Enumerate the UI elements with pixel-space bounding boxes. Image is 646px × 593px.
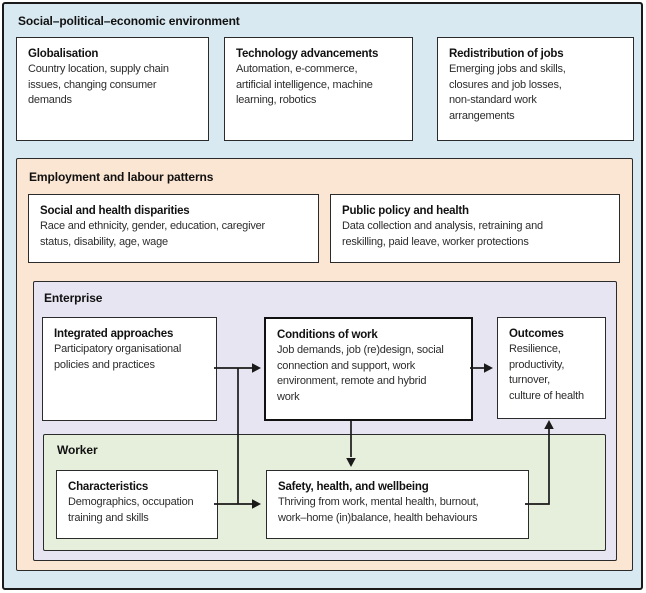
box-body: Country location, supply chain issues, c…	[28, 63, 169, 106]
box-body: Demographics, occupation training and sk…	[68, 496, 194, 524]
box-title: Outcomes	[509, 328, 564, 340]
box-public-policy-health: Public policy and health Data collection…	[330, 194, 620, 263]
box-globalisation: Globalisation Country location, supply c…	[16, 37, 209, 141]
box-title: Social and health disparities	[40, 205, 190, 217]
worker-title: Worker	[57, 443, 98, 457]
box-body: Participatory organisational policies an…	[54, 343, 182, 371]
box-conditions-of-work: Conditions of work Job demands, job (re)…	[264, 317, 473, 421]
employment-title: Employment and labour patterns	[29, 170, 214, 184]
box-title: Characteristics	[68, 481, 149, 493]
box-integrated-approaches: Integrated approaches Participatory orga…	[42, 317, 217, 421]
box-technology-advancements: Technology advancements Automation, e-co…	[224, 37, 413, 141]
box-title: Integrated approaches	[54, 328, 174, 340]
environment-title: Social–political–economic environment	[18, 14, 240, 28]
box-body: Data collection and analysis, retraining…	[342, 220, 543, 248]
box-body: Resilience, productivity, turnover, cult…	[509, 343, 584, 402]
box-title: Conditions of work	[277, 329, 378, 341]
box-characteristics: Characteristics Demographics, occupation…	[56, 470, 218, 539]
enterprise-band: Enterprise Integrated approaches Partici…	[33, 281, 617, 561]
box-title: Redistribution of jobs	[449, 48, 564, 60]
box-safety-health-wellbeing: Safety, health, and wellbeing Thriving f…	[266, 470, 529, 539]
box-outcomes: Outcomes Resilience, productivity, turno…	[497, 317, 606, 419]
box-title: Globalisation	[28, 48, 99, 60]
box-title: Technology advancements	[236, 48, 379, 60]
employment-band: Employment and labour patterns Social an…	[16, 158, 633, 571]
box-body: Automation, e-commerce, artificial intel…	[236, 63, 373, 106]
box-body: Thriving from work, mental health, burno…	[278, 496, 479, 524]
box-title: Public policy and health	[342, 205, 469, 217]
worker-band: Worker Characteristics Demographics, occ…	[43, 434, 606, 551]
box-body: Emerging jobs and skills, closures and j…	[449, 63, 566, 122]
box-social-health-disparities: Social and health disparities Race and e…	[28, 194, 319, 263]
box-title: Safety, health, and wellbeing	[278, 481, 429, 493]
box-body: Race and ethnicity, gender, education, c…	[40, 220, 266, 248]
enterprise-title: Enterprise	[44, 291, 103, 305]
box-redistribution-of-jobs: Redistribution of jobs Emerging jobs and…	[437, 37, 634, 141]
box-body: Job demands, job (re)design, social conn…	[277, 344, 444, 403]
